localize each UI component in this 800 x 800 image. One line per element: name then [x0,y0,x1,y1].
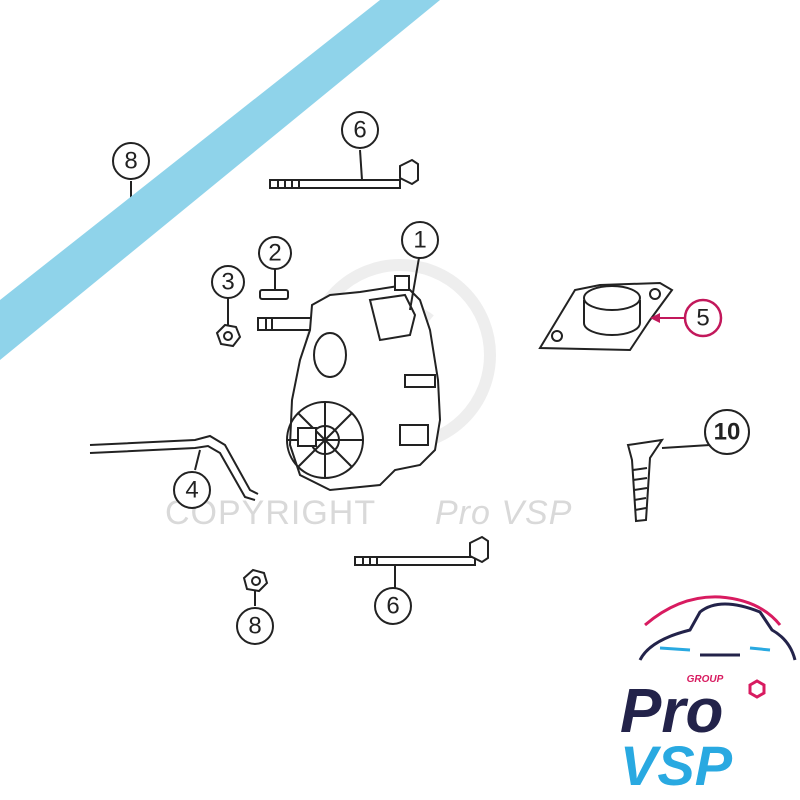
svg-text:4: 4 [185,477,198,504]
callout-4: 4 [173,471,211,509]
logo-pro-text: Pro [620,677,723,746]
svg-text:8: 8 [124,148,137,175]
callout-6-top: 6 [341,111,379,149]
callout-1: 1 [401,221,439,259]
callout-5-arrow [650,313,660,323]
pro-vsp-logo: GROUP Pro VSP [620,595,797,797]
mount-5 [538,281,674,352]
logo-hex-icon [748,679,766,699]
key-2 [259,268,289,300]
callout-8-top: 8 [112,142,150,180]
gearbox-1 [257,251,442,492]
callout-8-bottom: 8 [236,607,274,645]
bolt-6-bottom [354,535,489,588]
svg-text:8: 8 [248,613,261,640]
svg-text:3: 3 [221,269,234,296]
bolt-6-top [269,149,419,189]
callout-10: 10 [704,409,750,455]
nut-8-bottom [242,568,269,606]
callout-5: 5 [683,298,723,338]
logo-vsp-text: VSP [620,734,733,797]
nut-3 [215,297,242,348]
svg-text:6: 6 [386,593,399,620]
logo-group-text: GROUP [687,674,724,685]
svg-text:2: 2 [268,240,281,267]
svg-text:10: 10 [714,419,741,446]
watermark-brand: Pro VSP [435,494,572,532]
svg-text:6: 6 [353,117,366,144]
svg-text:5: 5 [696,305,709,332]
screw-10 [626,438,711,523]
callout-2: 2 [258,236,292,270]
callout-3: 3 [211,265,245,299]
rod-4 [89,434,259,501]
callout-6-bottom: 6 [374,587,412,625]
watermark-text: COPYRIGHT Pro VSP [165,494,572,532]
svg-text:1: 1 [413,227,426,254]
